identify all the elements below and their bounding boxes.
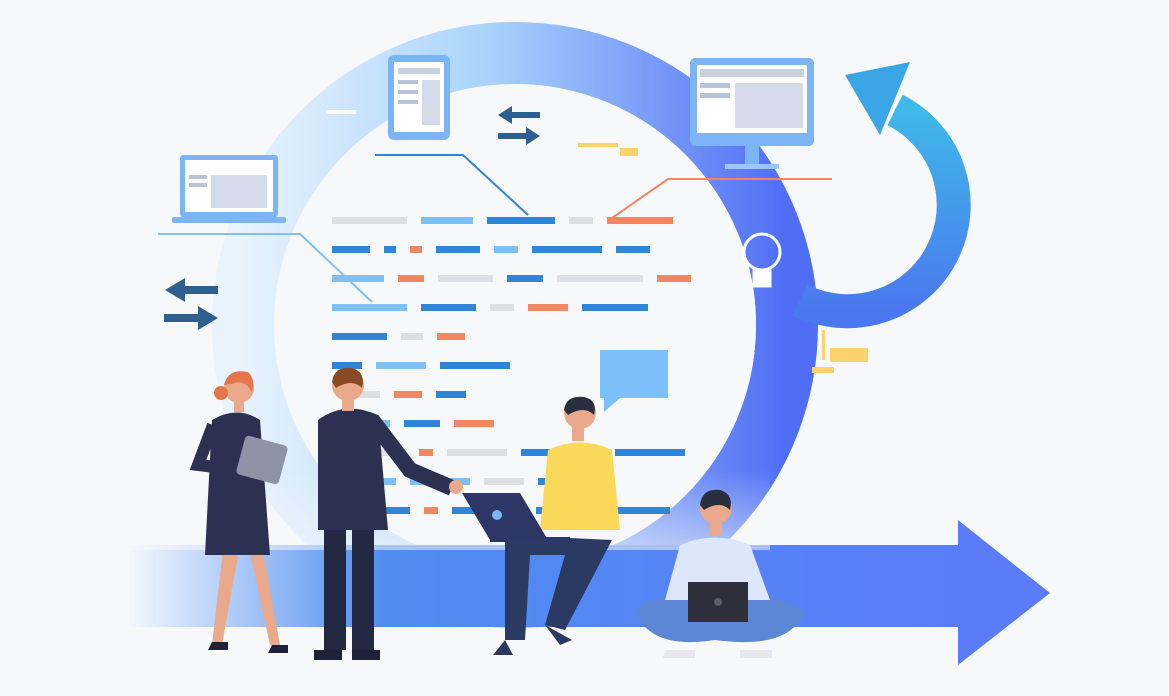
speech-bubble-icon [600, 350, 668, 412]
lightbulb-icon [742, 232, 782, 288]
code-line-segment [398, 275, 424, 282]
swap-arrows-icon [498, 106, 540, 145]
code-line-segment [616, 246, 650, 253]
code-line-segment [384, 246, 396, 253]
code-line-segment [454, 420, 494, 427]
monitor-icon [690, 58, 814, 169]
code-line-segment [332, 246, 370, 253]
code-line-segment [487, 217, 555, 224]
code-line-segment [528, 304, 568, 311]
code-line-segment [484, 478, 524, 485]
laptop-icon [172, 155, 286, 223]
code-line-segment [532, 246, 602, 253]
code-line-segment [421, 217, 473, 224]
code-line-segment [437, 333, 465, 340]
code-line-segment [332, 362, 362, 369]
code-line-segment [438, 275, 493, 282]
code-line-segment [332, 275, 384, 282]
person-man-sitting-laptop [462, 396, 620, 655]
code-line-segment [557, 275, 643, 282]
person-man-pointing [314, 367, 463, 660]
code-line-segment [494, 246, 518, 253]
code-line-segment [424, 507, 438, 514]
code-line-segment [350, 391, 380, 398]
code-line-segment [657, 275, 691, 282]
code-line-segment [421, 304, 476, 311]
code-line-segment [404, 420, 440, 427]
code-line-segment [569, 217, 593, 224]
code-line-segment [436, 246, 480, 253]
code-line-segment [610, 507, 670, 514]
person-woman-with-tablet [189, 371, 288, 653]
code-line-segment [507, 275, 543, 282]
code-line-segment [401, 333, 423, 340]
code-line-segment [376, 362, 426, 369]
code-line-segment [332, 217, 407, 224]
cycle-arrow-head [845, 62, 910, 135]
code-line-segment [490, 304, 514, 311]
person-man-cross-legged [636, 489, 804, 658]
code-line-segment [436, 391, 466, 398]
code-line-segment [332, 304, 407, 311]
code-line-segment [394, 391, 422, 398]
code-line-segment [607, 217, 673, 224]
tablet-icon [388, 55, 450, 140]
swap-arrows-icon [164, 278, 218, 330]
code-line-segment [440, 362, 510, 369]
cycle-arrow [792, 94, 971, 329]
progress-arrow-head [958, 520, 1050, 665]
code-line-segment [615, 449, 685, 456]
code-line-segment [582, 304, 648, 311]
accent-marks [578, 143, 868, 373]
code-line-segment [332, 333, 387, 340]
code-line-segment [447, 449, 507, 456]
code-line-segment [419, 449, 433, 456]
code-line-segment [410, 246, 422, 253]
